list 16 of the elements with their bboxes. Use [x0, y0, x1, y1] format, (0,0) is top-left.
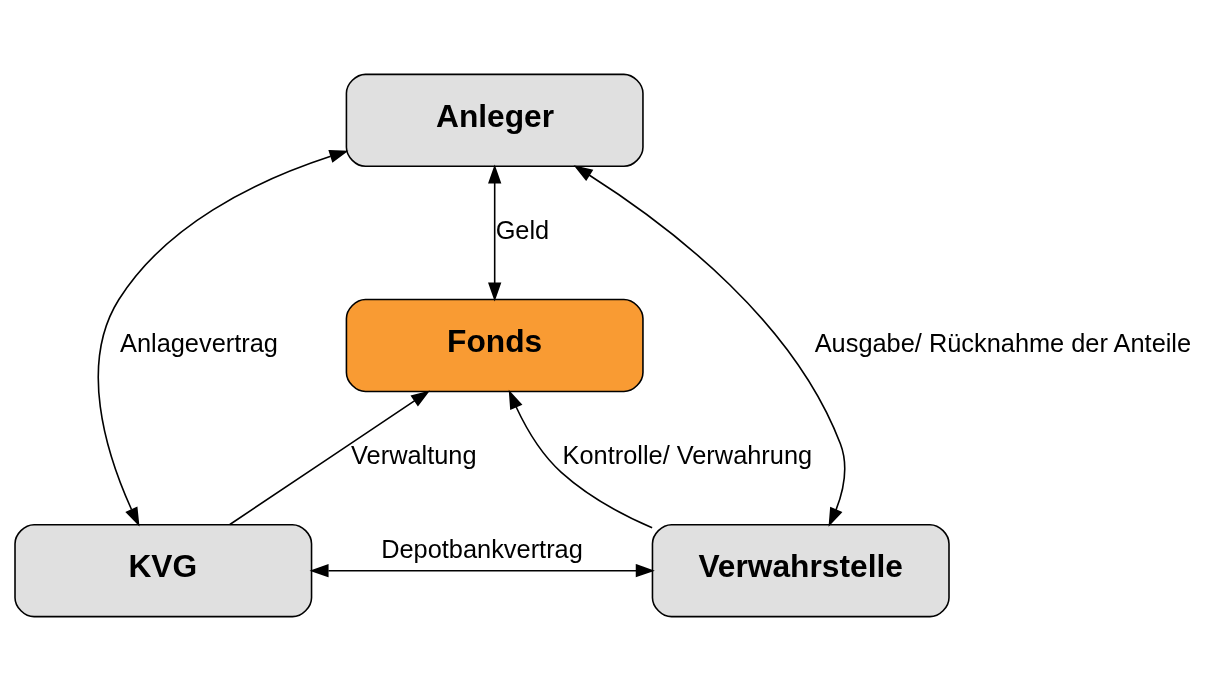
node-box: Fonds [345, 298, 644, 392]
node-box: Verwahrstelle [651, 523, 950, 617]
node-box: Anleger [345, 73, 644, 167]
node-box: KVG [14, 523, 313, 617]
edge-label: Kontrolle/ Verwahrung [562, 440, 813, 469]
edge-label: Depotbankvertrag [381, 534, 583, 563]
arrow [309, 563, 655, 577]
edge-label: Verwaltung [351, 440, 477, 469]
arrow [508, 389, 653, 529]
arrow [97, 149, 349, 526]
edge-label: Geld [495, 215, 550, 244]
arrow [573, 164, 846, 527]
arrow [229, 389, 431, 525]
edge-label: Anlagevertrag [120, 328, 278, 357]
edge-label: Ausgabe/ Rücknahme der Anteile [814, 328, 1192, 357]
arrow [488, 163, 502, 301]
